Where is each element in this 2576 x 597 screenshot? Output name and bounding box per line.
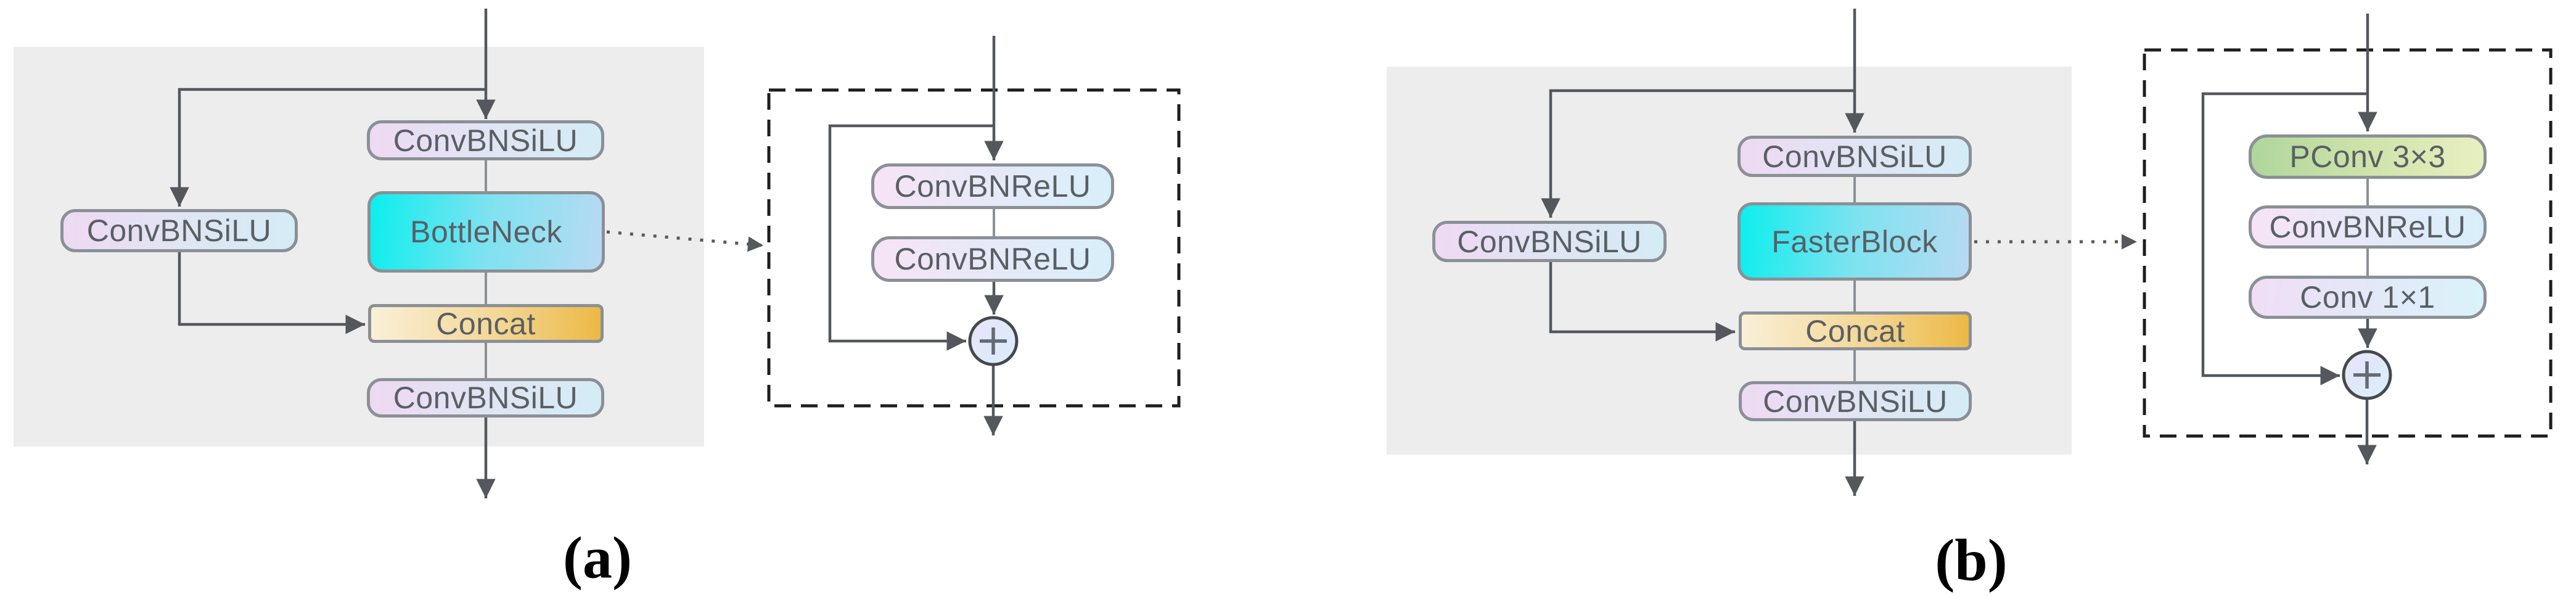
block-concat-a: Concat (368, 304, 604, 343)
branch-to-concat-arrow-a (178, 252, 365, 334)
branch-arrow-b (1541, 89, 1855, 218)
plus-icon (980, 327, 1007, 355)
zoom-dotted-connector-a (606, 230, 764, 252)
block-concat-b: Concat (1739, 311, 1972, 350)
branch-to-concat-arrow-b (1549, 262, 1735, 342)
block-convbnsilu-top-a: ConvBNSiLU (367, 120, 604, 160)
block-label: ConvBNSiLU (1457, 224, 1642, 259)
block-bottleneck-a: BottleNeck (367, 191, 605, 273)
block-label: Concat (1805, 313, 1905, 348)
add-node-a (968, 316, 1019, 366)
detail-dashed-frame-b (2143, 48, 2553, 438)
block-fasterblock-b: FasterBlock (1737, 202, 1972, 281)
block-convbnrelu-1-a: ConvBNReLU (871, 163, 1114, 209)
block-convbnsilu-bottom-a: ConvBNSiLU (367, 378, 604, 418)
plus-icon (2353, 361, 2381, 389)
block-label: ConvBNReLU (894, 169, 1091, 204)
block-convbnsilu-left-b: ConvBNSiLU (1432, 221, 1667, 262)
add-node-b (2342, 350, 2392, 400)
block-label: ConvBNSiLU (86, 213, 272, 248)
block-convbnsilu-bottom-b: ConvBNSiLU (1739, 381, 1972, 421)
block-label: ConvBNSiLU (393, 381, 578, 415)
subfigure-caption-a: (a) (563, 524, 632, 591)
detail-dashed-frame-a (767, 88, 1181, 408)
block-label: BottleNeck (410, 215, 562, 249)
block-label: PConv 3×3 (2289, 139, 2446, 174)
block-label: Concat (436, 306, 536, 341)
branch-arrow-a (170, 88, 486, 207)
block-label: ConvBNSiLU (1763, 384, 1948, 419)
skip-connection-a (828, 124, 994, 351)
block-conv1x1-b: Conv 1×1 (2249, 276, 2487, 319)
skip-connection-b (2201, 92, 2368, 385)
block-label: ConvBNReLU (894, 242, 1091, 276)
block-convbnsilu-top-b: ConvBNSiLU (1737, 136, 1972, 177)
block-label: ConvBNReLU (2269, 210, 2466, 244)
block-label: Conv 1×1 (2300, 280, 2435, 315)
block-label: ConvBNSiLU (1762, 139, 1947, 174)
block-label: ConvBNSiLU (393, 123, 578, 158)
subfigure-caption-b: (b) (1935, 527, 2008, 593)
block-label: FasterBlock (1771, 224, 1938, 259)
block-convbnrelu-2-a: ConvBNReLU (871, 236, 1114, 282)
block-pconv3x3-b: PConv 3×3 (2249, 134, 2487, 179)
block-convbnsilu-left-a: ConvBNSiLU (60, 209, 298, 252)
block-convbnrelu-b: ConvBNReLU (2249, 205, 2487, 249)
